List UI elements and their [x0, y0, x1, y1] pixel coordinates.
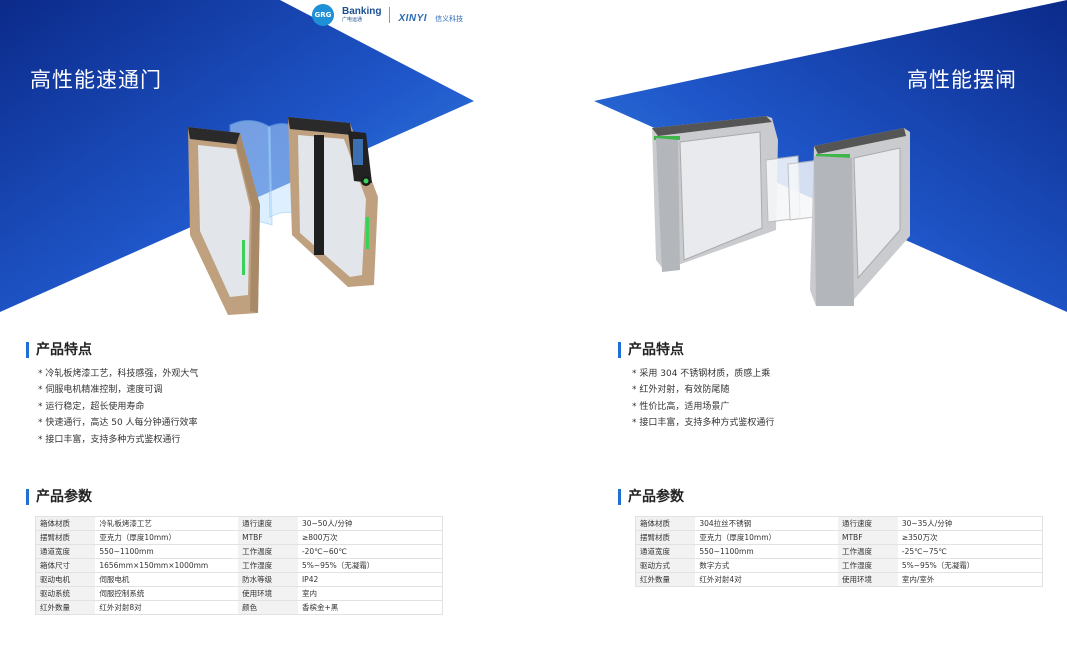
param-value: 室内	[297, 586, 443, 601]
xinyi-brand-name: XINYI	[398, 12, 428, 24]
param-label: 通行速度	[838, 516, 898, 531]
speed-gate-image	[188, 117, 378, 315]
param-value: 304拉丝不锈钢	[695, 516, 838, 531]
param-value: 550~1100mm	[695, 544, 838, 559]
param-label: 颜色	[238, 600, 298, 615]
feature-item: 接口丰富，支持多种方式鉴权通行	[632, 415, 774, 431]
param-label: 通行速度	[238, 516, 298, 531]
grg-brand: Banking 广电运通	[342, 7, 381, 23]
right-features-list: 采用 304 不锈钢材质，质感上乘 红外对射，有效防尾随 性价比高，适用场景广 …	[632, 366, 774, 432]
param-value: 红外对射8对	[95, 600, 239, 615]
param-label: 箱体材质	[35, 516, 96, 531]
param-label: 通道宽度	[35, 544, 96, 559]
table-row: 箱体尺寸 1656mm×150mm×1000mm 工作湿度 5%~95%（无凝霜…	[35, 558, 443, 573]
param-label: 驱动电机	[35, 572, 96, 587]
param-label: 通道宽度	[635, 544, 696, 559]
table-row: 摆臂材质 亚克力（厚度10mm） MTBF ≥800万次	[35, 530, 443, 545]
param-label: 箱体材质	[635, 516, 696, 531]
param-label: 摆臂材质	[635, 530, 696, 545]
param-label: 工作温度	[838, 544, 898, 559]
param-value: IP42	[297, 572, 443, 587]
param-label: 摆臂材质	[35, 530, 96, 545]
param-label: 工作湿度	[238, 558, 298, 573]
logo-bar: GRG Banking 广电运通 XINYI 信义科技	[312, 4, 463, 26]
param-value: 亚克力（厚度10mm）	[695, 530, 838, 545]
grg-brand-name: Banking	[342, 6, 382, 17]
table-row: 通道宽度 550~1100mm 工作温度 -20℃~60℃	[35, 544, 443, 559]
param-value: -25℃~75℃	[897, 544, 1043, 559]
param-value: ≥800万次	[297, 530, 443, 545]
right-hero-title: 高性能摆闸	[907, 68, 1017, 92]
param-label: 箱体尺寸	[35, 558, 96, 573]
table-row: 箱体材质 304拉丝不锈钢 通行速度 30~35人/分钟	[635, 516, 1043, 531]
param-value: ≥350万次	[897, 530, 1043, 545]
right-params-title: 产品参数	[618, 489, 684, 505]
param-value: 1656mm×150mm×1000mm	[95, 558, 239, 573]
param-value: -20℃~60℃	[297, 544, 443, 559]
param-label: 工作温度	[238, 544, 298, 559]
param-label: 红外数量	[635, 572, 696, 587]
table-row: 箱体材质 冷轧板烤漆工艺 通行速度 30~50人/分钟	[35, 516, 443, 531]
feature-item: 冷轧板烤漆工艺，科技感强，外观大气	[38, 366, 198, 382]
param-label: 驱动系统	[35, 586, 96, 601]
left-params-table: 箱体材质 冷轧板烤漆工艺 通行速度 30~50人/分钟 摆臂材质 亚克力（厚度1…	[35, 516, 443, 615]
param-label: 红外数量	[35, 600, 96, 615]
param-value: 5%~95%（无凝霜）	[897, 558, 1043, 573]
param-value: 冷轧板烤漆工艺	[95, 516, 239, 531]
left-features-list: 冷轧板烤漆工艺，科技感强，外观大气 伺服电机精准控制，速度可调 运行稳定，超长使…	[38, 366, 198, 448]
param-value: 香槟金+黑	[297, 600, 443, 615]
param-value: 红外对射4对	[695, 572, 838, 587]
param-value: 室内/室外	[897, 572, 1043, 587]
feature-item: 性价比高，适用场景广	[632, 399, 774, 415]
param-value: 5%~95%（无凝霜）	[297, 558, 443, 573]
xinyi-brand-cn: 信义科技	[435, 14, 464, 23]
table-row: 红外数量 红外对射8对 颜色 香槟金+黑	[35, 600, 443, 615]
right-features-title: 产品特点	[618, 342, 684, 358]
logo-divider	[389, 7, 391, 23]
param-value: 550~1100mm	[95, 544, 239, 559]
grg-logo-icon: GRG	[312, 4, 334, 26]
table-row: 红外数量 红外对射4对 使用环境 室内/室外	[635, 572, 1043, 587]
feature-item: 红外对射，有效防尾随	[632, 382, 774, 398]
param-label: 防水等级	[238, 572, 298, 587]
left-params-title: 产品参数	[26, 489, 92, 505]
table-row: 摆臂材质 亚克力（厚度10mm） MTBF ≥350万次	[635, 530, 1043, 545]
param-value: 伺服控制系统	[95, 586, 239, 601]
feature-item: 接口丰富，支持多种方式鉴权通行	[38, 432, 198, 448]
param-label: 使用环境	[238, 586, 298, 601]
grg-brand-sub: 广电运通	[342, 17, 363, 23]
param-label: 驱动方式	[635, 558, 696, 573]
right-params-table: 箱体材质 304拉丝不锈钢 通行速度 30~35人/分钟 摆臂材质 亚克力（厚度…	[635, 516, 1043, 587]
table-row: 驱动电机 伺服电机 防水等级 IP42	[35, 572, 443, 587]
param-label: 工作湿度	[838, 558, 898, 573]
feature-item: 运行稳定，超长使用寿命	[38, 399, 198, 415]
table-row: 驱动方式 数字方式 工作湿度 5%~95%（无凝霜）	[635, 558, 1043, 573]
param-value: 伺服电机	[95, 572, 239, 587]
param-label: MTBF	[238, 530, 298, 545]
param-value: 亚克力（厚度10mm）	[95, 530, 239, 545]
feature-item: 快速通行，高达 50 人每分钟通行效率	[38, 415, 198, 431]
left-features-title: 产品特点	[26, 342, 92, 358]
feature-item: 伺服电机精准控制，速度可调	[38, 382, 198, 398]
param-label: 使用环境	[838, 572, 898, 587]
param-label: MTBF	[838, 530, 898, 545]
table-row: 驱动系统 伺服控制系统 使用环境 室内	[35, 586, 443, 601]
table-row: 通道宽度 550~1100mm 工作温度 -25℃~75℃	[635, 544, 1043, 559]
feature-item: 采用 304 不锈钢材质，质感上乘	[632, 366, 774, 382]
param-value: 30~50人/分钟	[297, 516, 443, 531]
xinyi-brand: XINYI 信义科技	[398, 6, 463, 25]
left-hero-title: 高性能速通门	[30, 68, 162, 92]
swing-gate-image	[652, 116, 910, 306]
param-value: 数字方式	[695, 558, 838, 573]
param-value: 30~35人/分钟	[897, 516, 1043, 531]
